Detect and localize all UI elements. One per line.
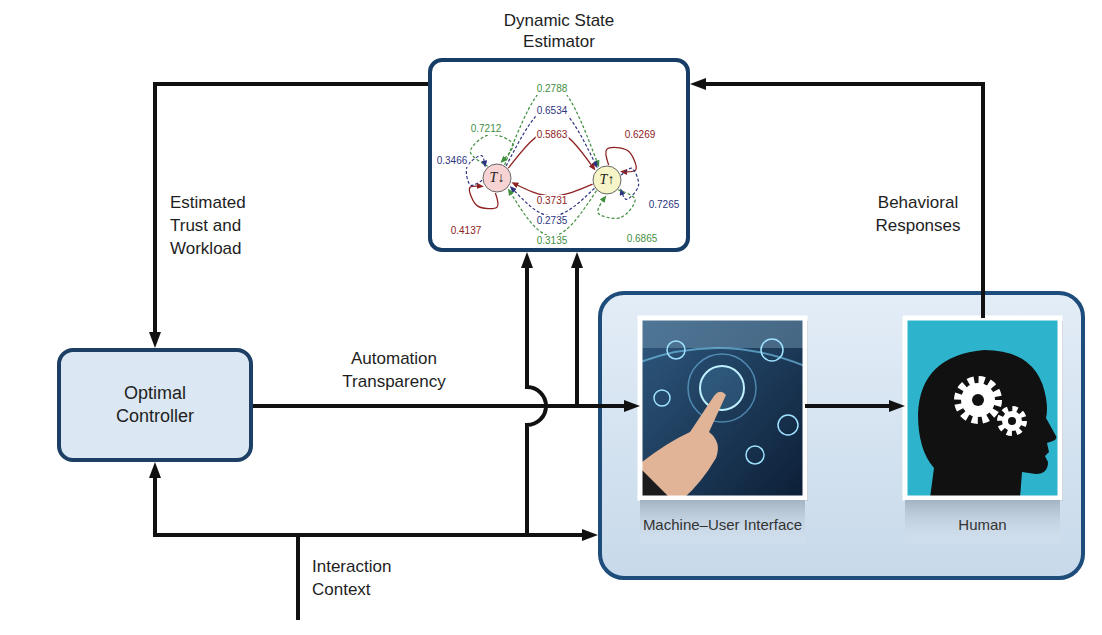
context-wire (296, 535, 300, 620)
label-anchor: 0.3135 (552, 236, 585, 254)
probability-label: 0.7212 (470, 123, 503, 135)
label-anchor: 0.2788 (552, 84, 585, 102)
probability-label: 0.7265 (648, 199, 681, 211)
label-anchor: 0.5863 (552, 130, 585, 148)
label-anchor: 0.6865 (642, 234, 675, 252)
transition-arc (598, 190, 635, 218)
label-anchor: Behavioral Responses (862, 192, 974, 238)
state-circle: T↑ (592, 165, 622, 195)
ui-icon (761, 339, 783, 361)
transition-arc (466, 156, 484, 186)
probability-label: 0.5863 (536, 129, 569, 141)
label-anchor: Estimated Trust and Workload (170, 192, 270, 261)
label-anchor: 0.3731 (552, 196, 585, 214)
ui-icon (667, 341, 685, 359)
ui-icon (746, 446, 764, 464)
flow-arrow (805, 404, 897, 408)
probability-label: 0.3731 (536, 195, 569, 207)
signal-label: Automation Transparency (334, 348, 454, 394)
box-title: Optimal Controller (90, 382, 220, 429)
probability-label: 0.4137 (450, 225, 483, 237)
ui-icon (778, 415, 798, 435)
label-anchor: 0.4137 (466, 226, 499, 244)
probability-label: 0.3135 (536, 235, 569, 247)
flow-arrow (698, 84, 983, 318)
circle-shape (483, 164, 511, 192)
input-label: Interaction Context (312, 556, 407, 602)
flow-arrow (253, 260, 577, 406)
label-anchor: Automation Transparency (334, 348, 454, 394)
label-anchor: Interaction Context (312, 556, 407, 602)
sleeve (640, 468, 670, 498)
human-illustration (905, 318, 1063, 544)
signal-label: Estimated Trust and Workload (170, 192, 270, 261)
probability-label: 0.2735 (536, 215, 569, 227)
gear (1002, 411, 1022, 431)
box-heading: Dynamic State Estimator (489, 10, 629, 53)
gear-hole (1008, 417, 1016, 425)
state-circle: T↓ (482, 163, 512, 193)
image-card: Machine–User Interface (640, 318, 805, 545)
signal-label: Behavioral Responses (862, 192, 974, 238)
gear (961, 383, 995, 417)
label-anchor: 0.6534 (552, 106, 585, 124)
dashboard-ground (640, 318, 805, 498)
image-caption: Human (905, 506, 1060, 542)
label-anchor: 0.2735 (552, 216, 585, 234)
transition-arc (470, 134, 513, 166)
image-caption: Machine–User Interface (640, 506, 805, 542)
state-name: T↑ (592, 165, 622, 195)
transition-arc (508, 130, 593, 168)
label-anchor: 0.3466 (452, 156, 485, 174)
probability-label: 0.6865 (626, 233, 659, 245)
hand (642, 392, 726, 498)
estimator-ground (428, 58, 690, 252)
probability-label: 0.6534 (536, 105, 569, 117)
context-wire-hop (527, 260, 546, 535)
system-panel (600, 293, 1083, 578)
transition-arc (506, 106, 596, 166)
image-card: Human (905, 318, 1060, 545)
context-wire (155, 533, 590, 537)
transition-arc (510, 191, 597, 236)
probability-label: 0.3466 (436, 155, 469, 167)
interface-picture (640, 318, 805, 498)
context-wire (153, 470, 157, 537)
interface-illustration (640, 318, 808, 544)
label-anchor: 0.7265 (664, 200, 697, 218)
glow-ring (688, 354, 756, 422)
gear-teeth (958, 380, 998, 420)
flow-arrow (155, 84, 428, 340)
ui-icon (654, 390, 670, 406)
label-anchor: 0.6269 (640, 130, 673, 148)
caption-reflection (640, 500, 805, 544)
caption-reflection (905, 500, 1060, 544)
image-frame (905, 318, 1060, 498)
controller-box: Optimal Controller (57, 348, 253, 462)
human-ground (905, 318, 1060, 498)
human-picture (905, 318, 1060, 498)
head-silhouette (918, 350, 1056, 498)
probability-label: 0.2788 (536, 83, 569, 95)
gear-teeth (1000, 409, 1024, 433)
image-frame (640, 318, 805, 498)
probability-label: 0.6269 (624, 129, 657, 141)
state-name: T↓ (482, 163, 512, 193)
label-anchor: 0.7212 (486, 124, 519, 142)
transition-arc (505, 84, 598, 165)
gear-hole (972, 394, 984, 406)
circle-shape (593, 166, 621, 194)
